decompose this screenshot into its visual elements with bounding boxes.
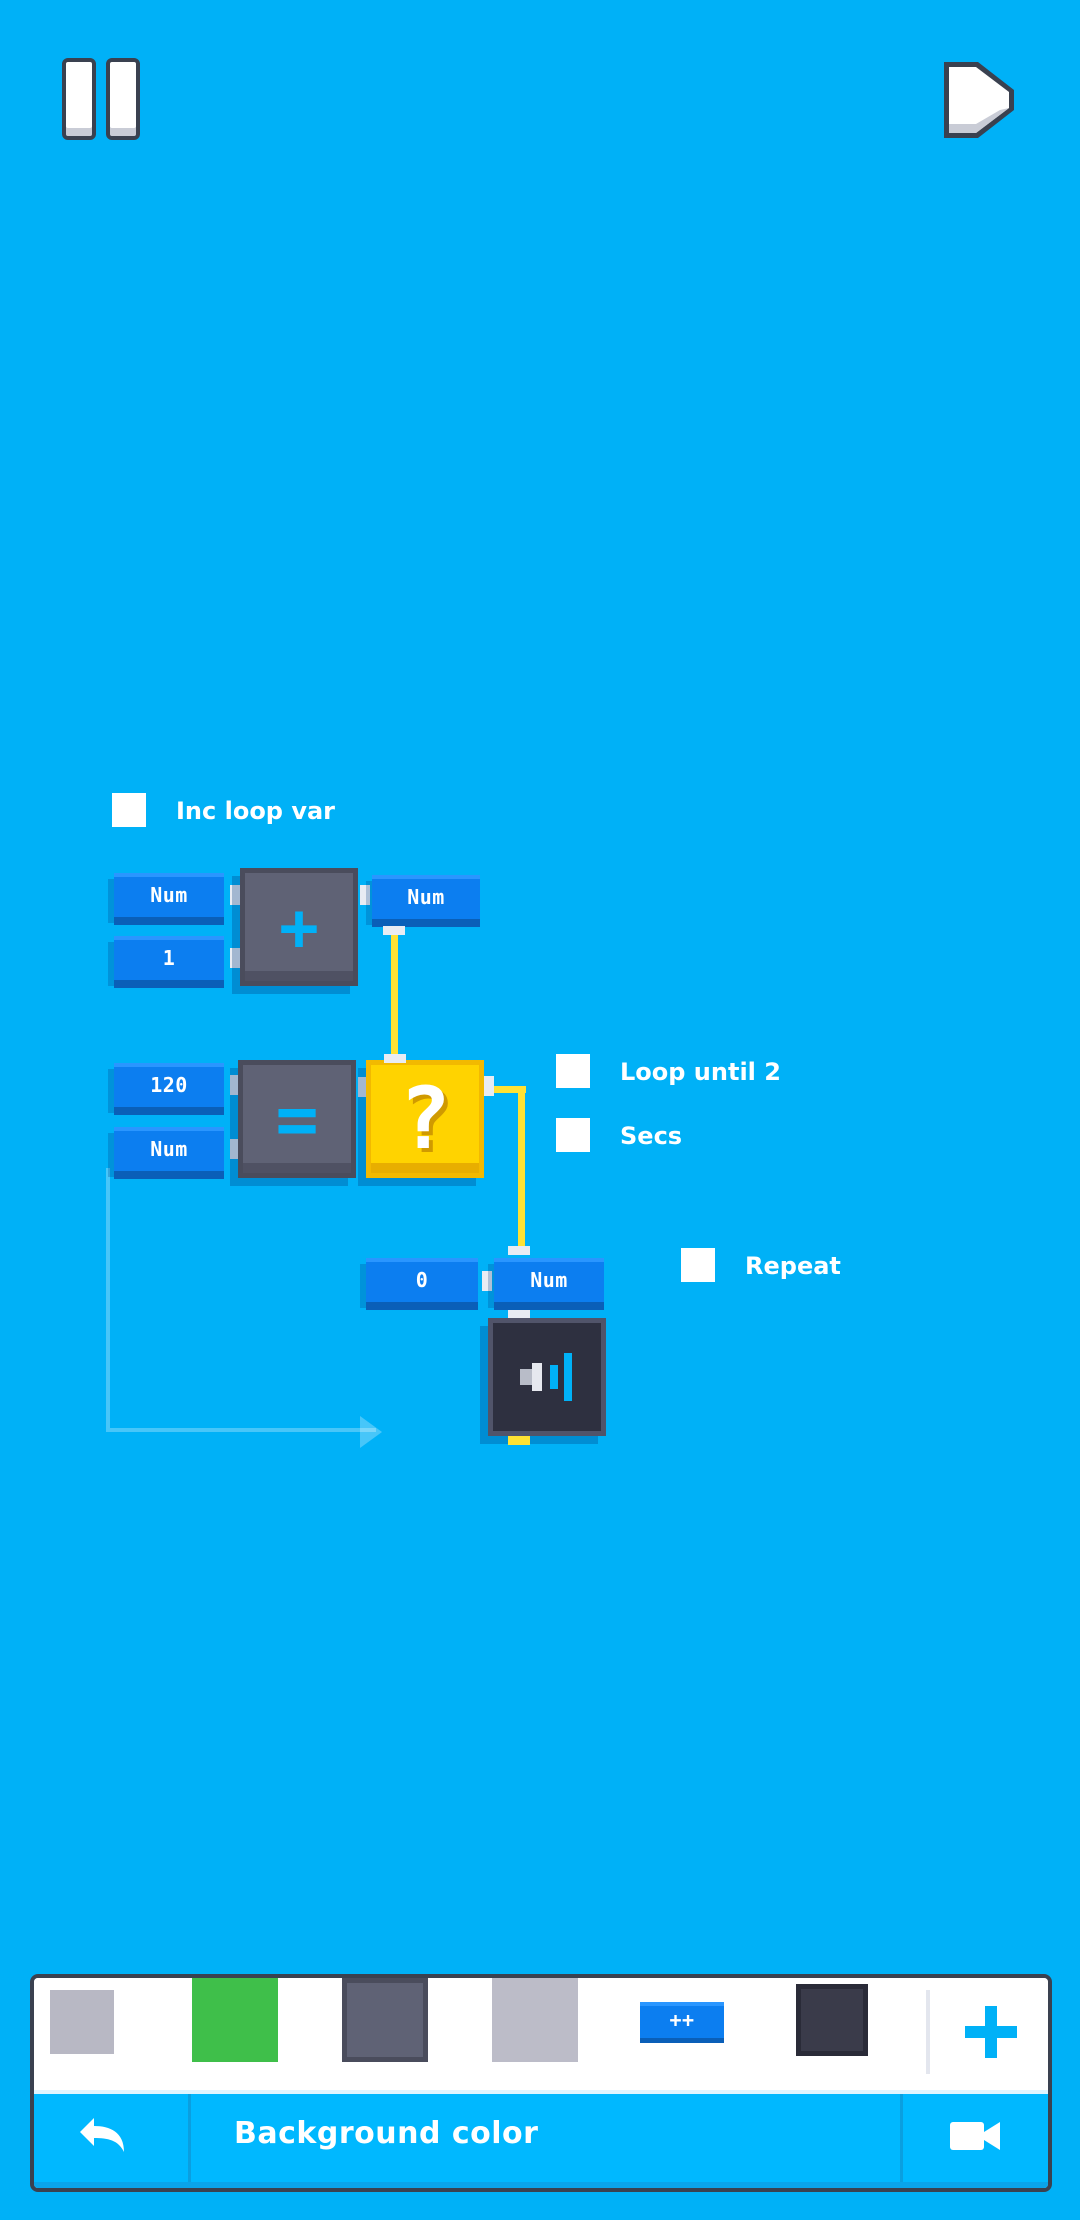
sound-input-b[interactable]: Num <box>494 1258 604 1302</box>
add-block[interactable]: + <box>240 868 358 986</box>
toolbar-bar: Background color <box>34 2090 1048 2188</box>
add-input-b[interactable]: 1 <box>114 936 224 980</box>
play-button[interactable] <box>938 58 1018 142</box>
add-symbol: + <box>279 888 319 966</box>
secs-label: Secs <box>620 1122 683 1150</box>
video-camera-icon <box>950 2122 1000 2150</box>
block-palette: ++ <box>34 1978 1048 2086</box>
camera-button[interactable] <box>946 2112 1016 2168</box>
palette-dark-gray-block[interactable] <box>342 1978 428 2062</box>
wire-add-to-cond <box>391 930 398 1058</box>
condition-block[interactable]: ? <box>366 1060 484 1178</box>
equals-block[interactable]: = <box>238 1060 356 1178</box>
pause-button[interactable] <box>62 58 142 140</box>
undo-button[interactable] <box>74 2112 144 2168</box>
inc-loop-var-checkbox[interactable] <box>112 793 146 827</box>
secs-checkbox[interactable] <box>556 1118 590 1152</box>
loop-until-label: Loop until 2 <box>620 1058 781 1086</box>
palette-charcoal-block[interactable] <box>796 1984 868 2056</box>
eq-input-a[interactable]: 120 <box>114 1063 224 1107</box>
add-block-button[interactable] <box>934 1978 1048 2086</box>
add-input-a[interactable]: Num <box>114 873 224 917</box>
sound-block[interactable] <box>488 1318 606 1436</box>
question-symbol: ? <box>399 1069 451 1169</box>
palette-silver-block[interactable] <box>492 1978 578 2062</box>
loop-until-checkbox[interactable] <box>556 1054 590 1088</box>
ghost-arrow-icon <box>360 1416 382 1448</box>
repeat-label: Repeat <box>745 1252 841 1280</box>
palette-light-gray-block[interactable] <box>50 1990 114 2054</box>
eq-input-b[interactable]: Num <box>114 1127 224 1171</box>
wire-cond-to-sound-v <box>518 1086 525 1250</box>
sound-input-a[interactable]: 0 <box>366 1258 478 1302</box>
inc-loop-var-label: Inc loop var <box>176 797 336 825</box>
pause-icon <box>62 58 96 140</box>
toolbar-title: Background color <box>234 2116 539 2151</box>
wire-cond-to-sound <box>490 1086 526 1093</box>
speaker-icon <box>520 1353 572 1401</box>
bottom-toolbar: ++ Background color <box>30 1974 1052 2192</box>
ghost-wire <box>106 1168 376 1432</box>
palette-increment-tag[interactable]: ++ <box>640 2002 724 2038</box>
add-output[interactable]: Num <box>372 875 480 919</box>
undo-icon <box>80 2118 124 2152</box>
equals-symbol: = <box>275 1077 319 1161</box>
plus-icon <box>965 2006 1017 2058</box>
play-icon <box>944 62 1014 138</box>
palette-green-block[interactable] <box>192 1978 278 2062</box>
repeat-checkbox[interactable] <box>681 1248 715 1282</box>
